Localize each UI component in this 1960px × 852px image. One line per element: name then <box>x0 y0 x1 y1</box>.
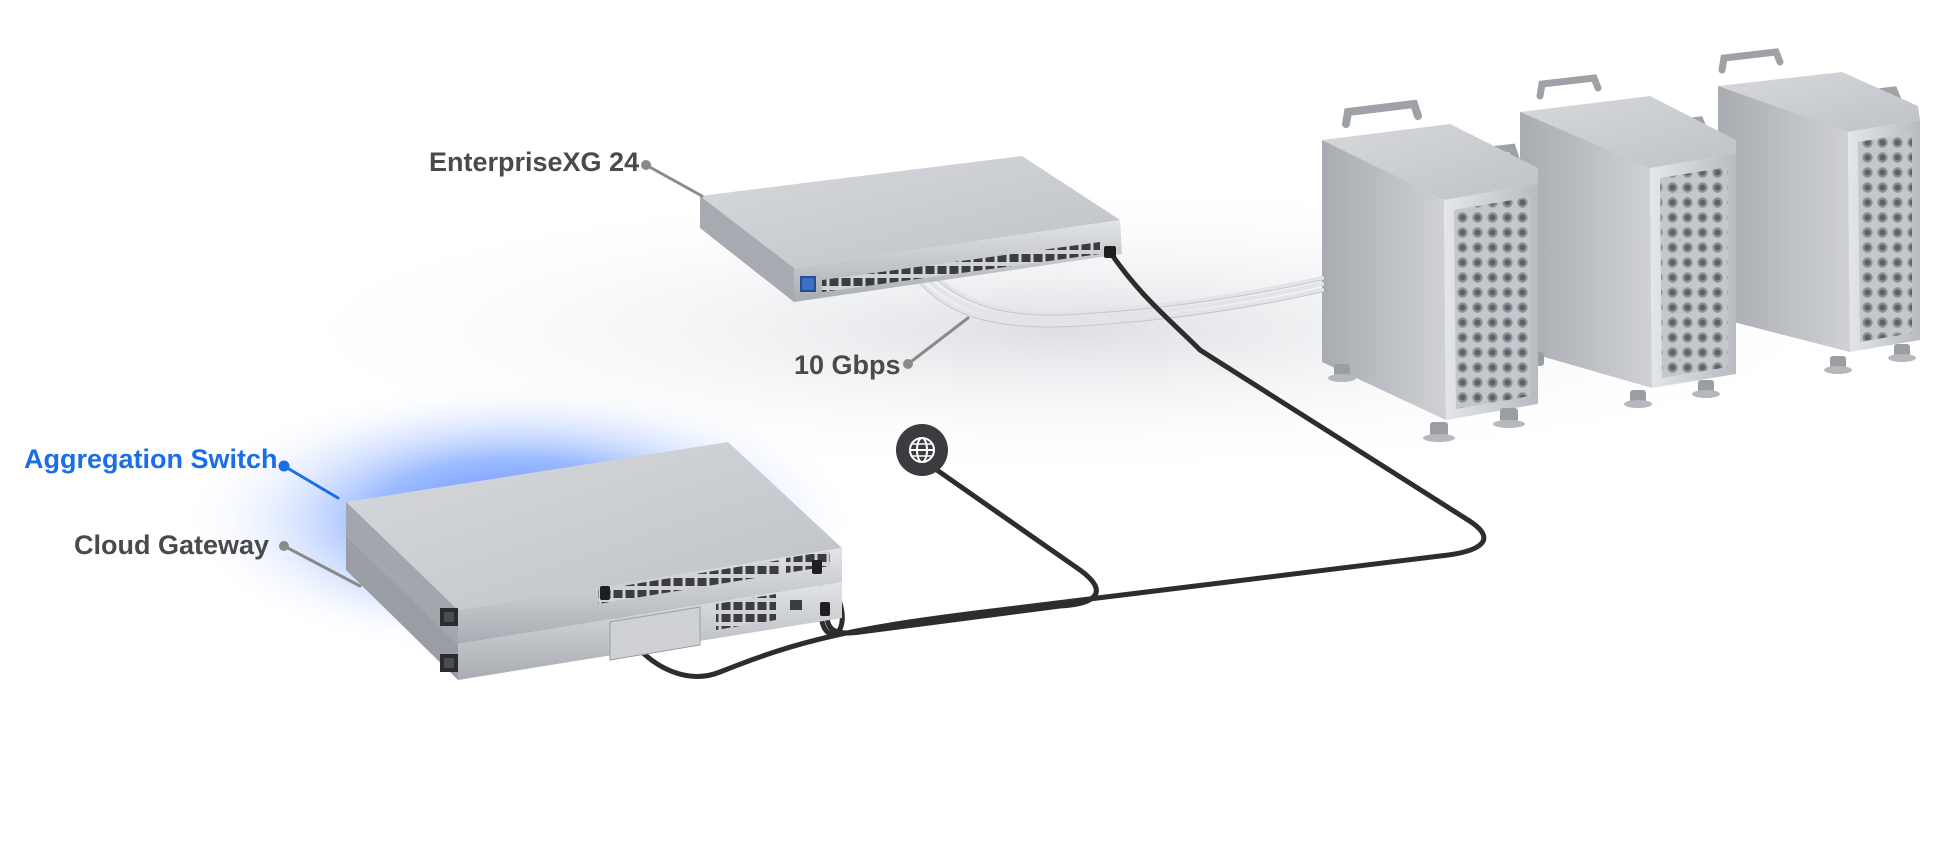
label-10-gbps: 10 Gbps <box>794 350 901 380</box>
ten-gbps-cable-edges <box>911 273 1323 328</box>
cable-connectors <box>600 246 1116 616</box>
label-enterprisexg-24: EnterpriseXG 24 <box>429 147 640 177</box>
cloud-gateway <box>346 536 842 680</box>
label-cloud-gateway: Cloud Gateway <box>74 530 270 560</box>
ten-gbps-cables <box>910 270 1324 327</box>
enterprisexg-switch <box>700 156 1122 302</box>
label-leaders <box>278 160 970 588</box>
server-tower-2 <box>1520 74 1736 408</box>
server-tower-1 <box>1322 99 1538 442</box>
label-aggregation-switch: Aggregation Switch <box>24 444 278 474</box>
aggregation-switch <box>346 442 842 644</box>
server-tower-3 <box>1718 48 1920 374</box>
globe-icon <box>896 424 948 476</box>
